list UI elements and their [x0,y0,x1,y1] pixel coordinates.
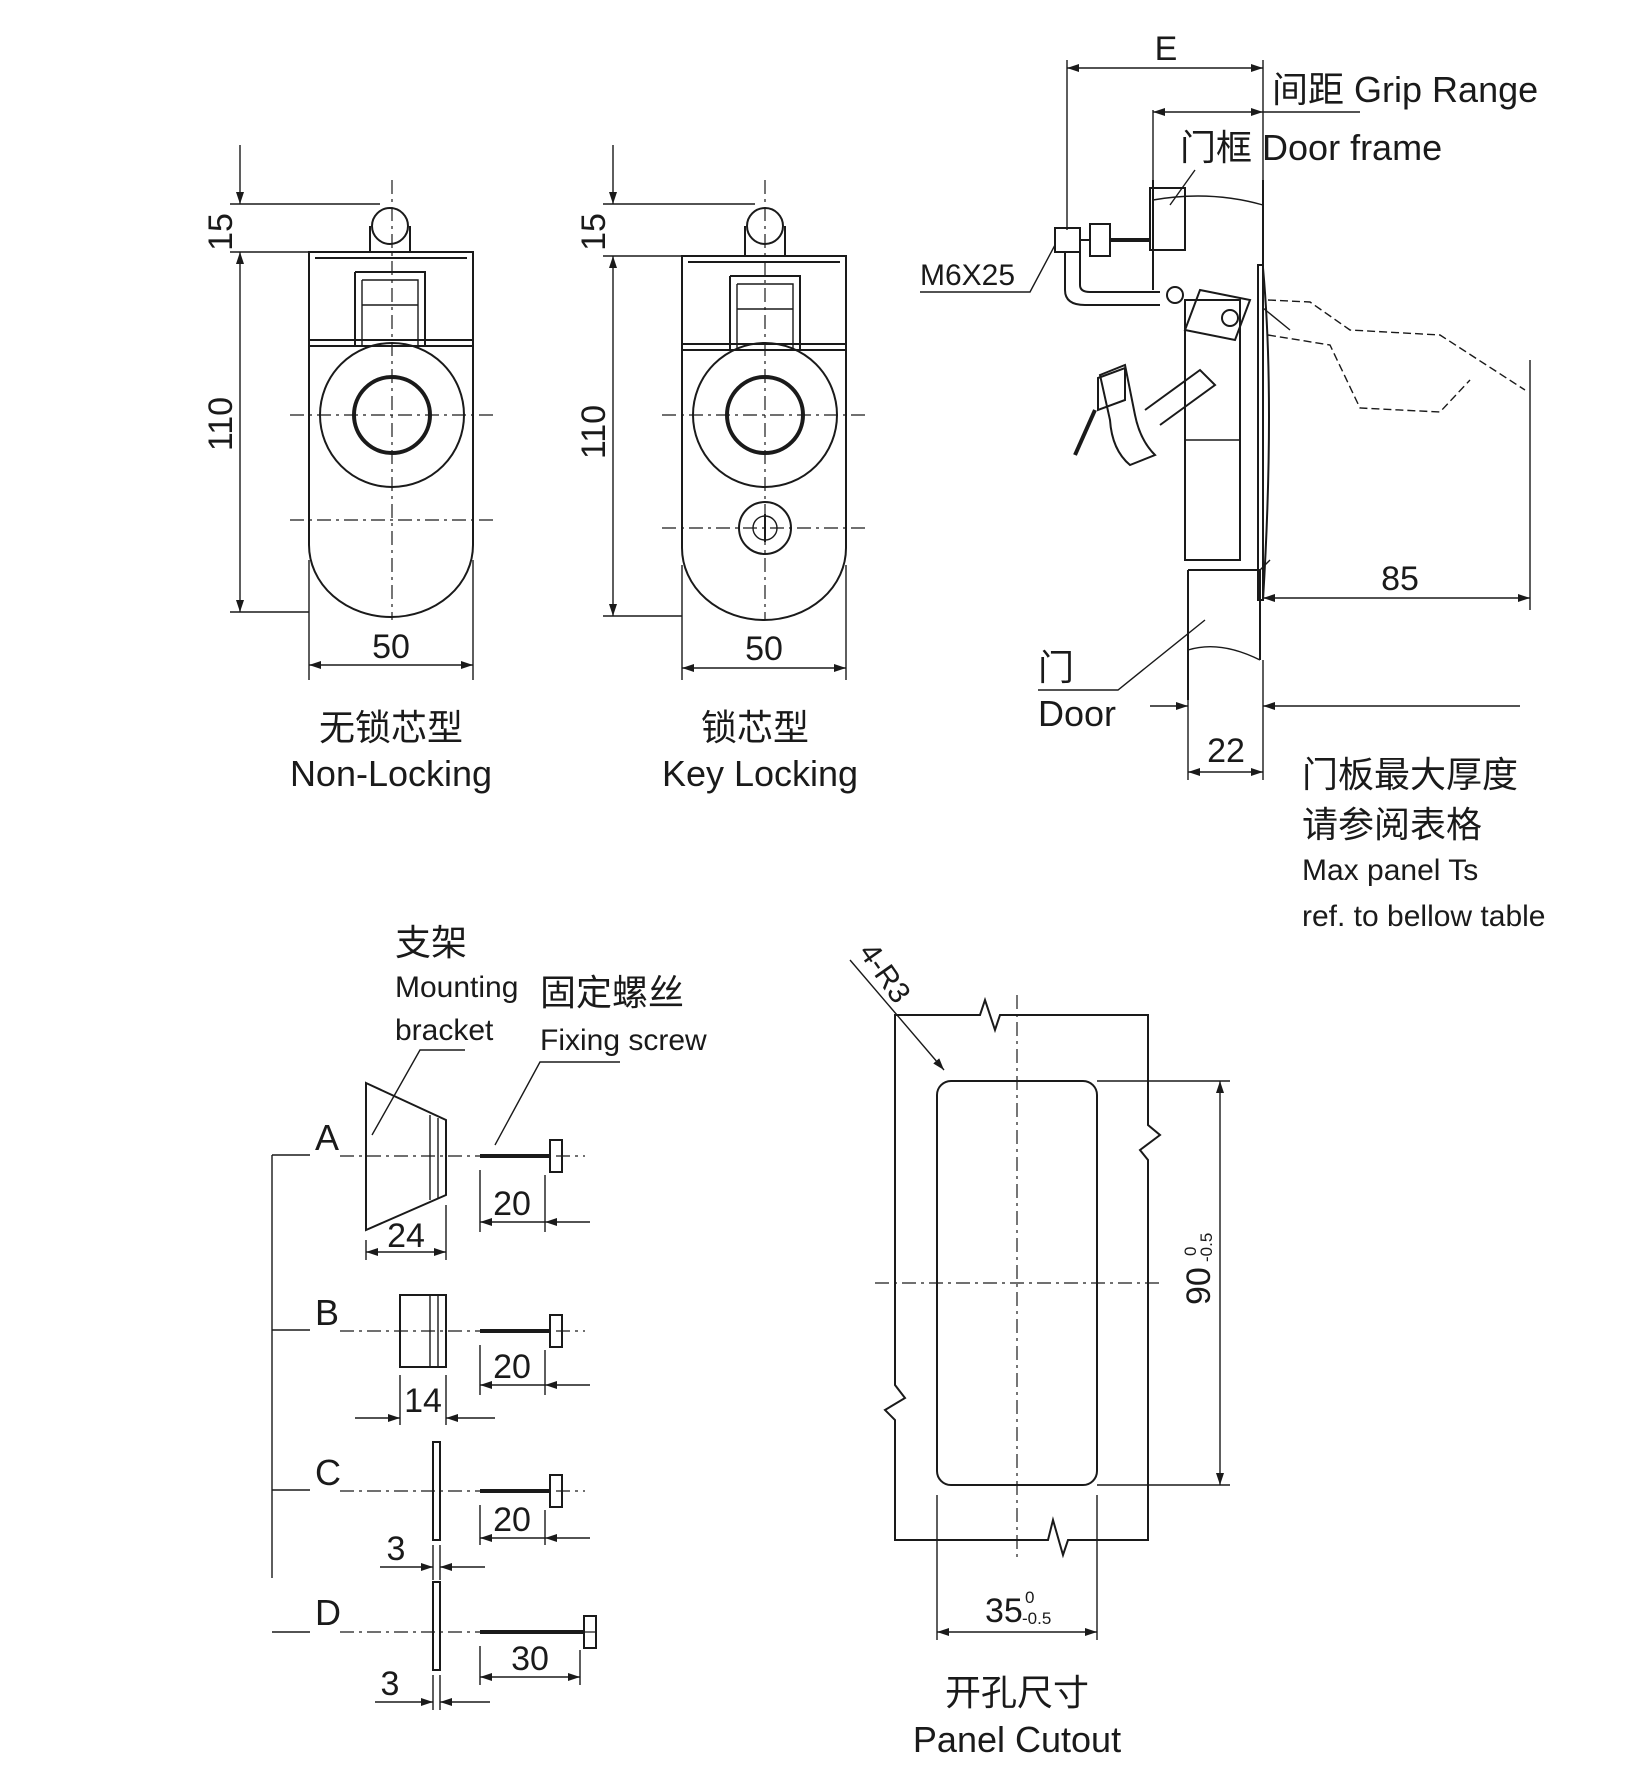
panel-cutout: 4-R3 90 0 -0.5 35 0 -0.5 开孔尺寸 Panel Cuto… [849,937,1230,1760]
grip-range-label: 间距 Grip Range [1272,69,1538,110]
height-tol-top: 0 [1181,1247,1200,1256]
door-label-cn: 门 [1038,647,1074,688]
bracket-label-en-1: Mounting [395,971,518,1004]
row-b-bracket-dim: 14 [404,1382,442,1420]
height-tol-bottom: -0.5 [1197,1233,1216,1262]
height-dim: 90 [1180,1267,1218,1305]
note-cn-2: 请参阅表格 [1302,804,1482,845]
screw-label-cn: 固定螺丝 [540,972,684,1013]
row-c-bracket-dim: 3 [387,1530,406,1568]
row-d-screw-dim: 30 [511,1640,549,1678]
bracket-label-en-2: bracket [395,1014,494,1047]
kl-dim-top: 15 [575,213,613,251]
side-view: E 间距 Grip Range 门框 Door frame M6X25 [920,30,1545,933]
note-cn-1: 门板最大厚度 [1302,754,1518,795]
bolt-label: M6X25 [920,259,1015,292]
row-d-bracket-dim: 3 [381,1665,400,1703]
door-frame-label: 门框 Door frame [1180,127,1442,168]
row-a-bracket-dim: 24 [387,1217,425,1255]
row-b-screw-dim: 20 [493,1348,531,1386]
kl-caption-cn: 锁芯型 [701,707,809,748]
nl-caption-en: Non-Locking [290,753,492,794]
nl-dim-height: 110 [202,397,240,451]
brackets-section: 支架 Mounting bracket 固定螺丝 Fixing screw A … [271,922,707,1710]
row-c-screw-dim: 20 [493,1501,531,1539]
side-dim-e: E [1155,30,1178,68]
kl-caption-en: Key Locking [662,753,858,794]
row-d-label: D [315,1592,341,1633]
nl-dim-width: 50 [372,628,410,666]
door-label-en: Door [1038,693,1116,734]
kl-dim-width: 50 [745,630,783,668]
side-dim-22: 22 [1207,732,1245,770]
row-a-screw-dim: 20 [493,1185,531,1223]
note-en-2: ref. to bellow table [1302,900,1545,933]
bracket-label-cn: 支架 [395,922,467,963]
note-en-1: Max panel Ts [1302,854,1478,887]
cutout-caption-en: Panel Cutout [913,1719,1121,1760]
row-a-label: A [315,1117,339,1158]
width-tol-bottom: -0.5 [1022,1609,1051,1628]
side-dim-85: 85 [1381,560,1419,598]
width-dim: 35 [985,1592,1023,1630]
screw-label-en: Fixing screw [540,1024,707,1057]
row-b-label: B [315,1292,339,1333]
nl-dim-top: 15 [202,213,240,251]
width-tol-top: 0 [1025,1588,1034,1607]
non-locking-view: 15 110 50 无锁芯型 Non-Locking [202,145,495,794]
kl-dim-height: 110 [575,405,613,459]
row-c-label: C [315,1452,341,1493]
nl-caption-cn: 无锁芯型 [319,707,463,748]
cutout-caption-cn: 开孔尺寸 [945,1672,1089,1713]
key-locking-view: 15 110 50 锁芯型 Key Locking [575,145,868,794]
